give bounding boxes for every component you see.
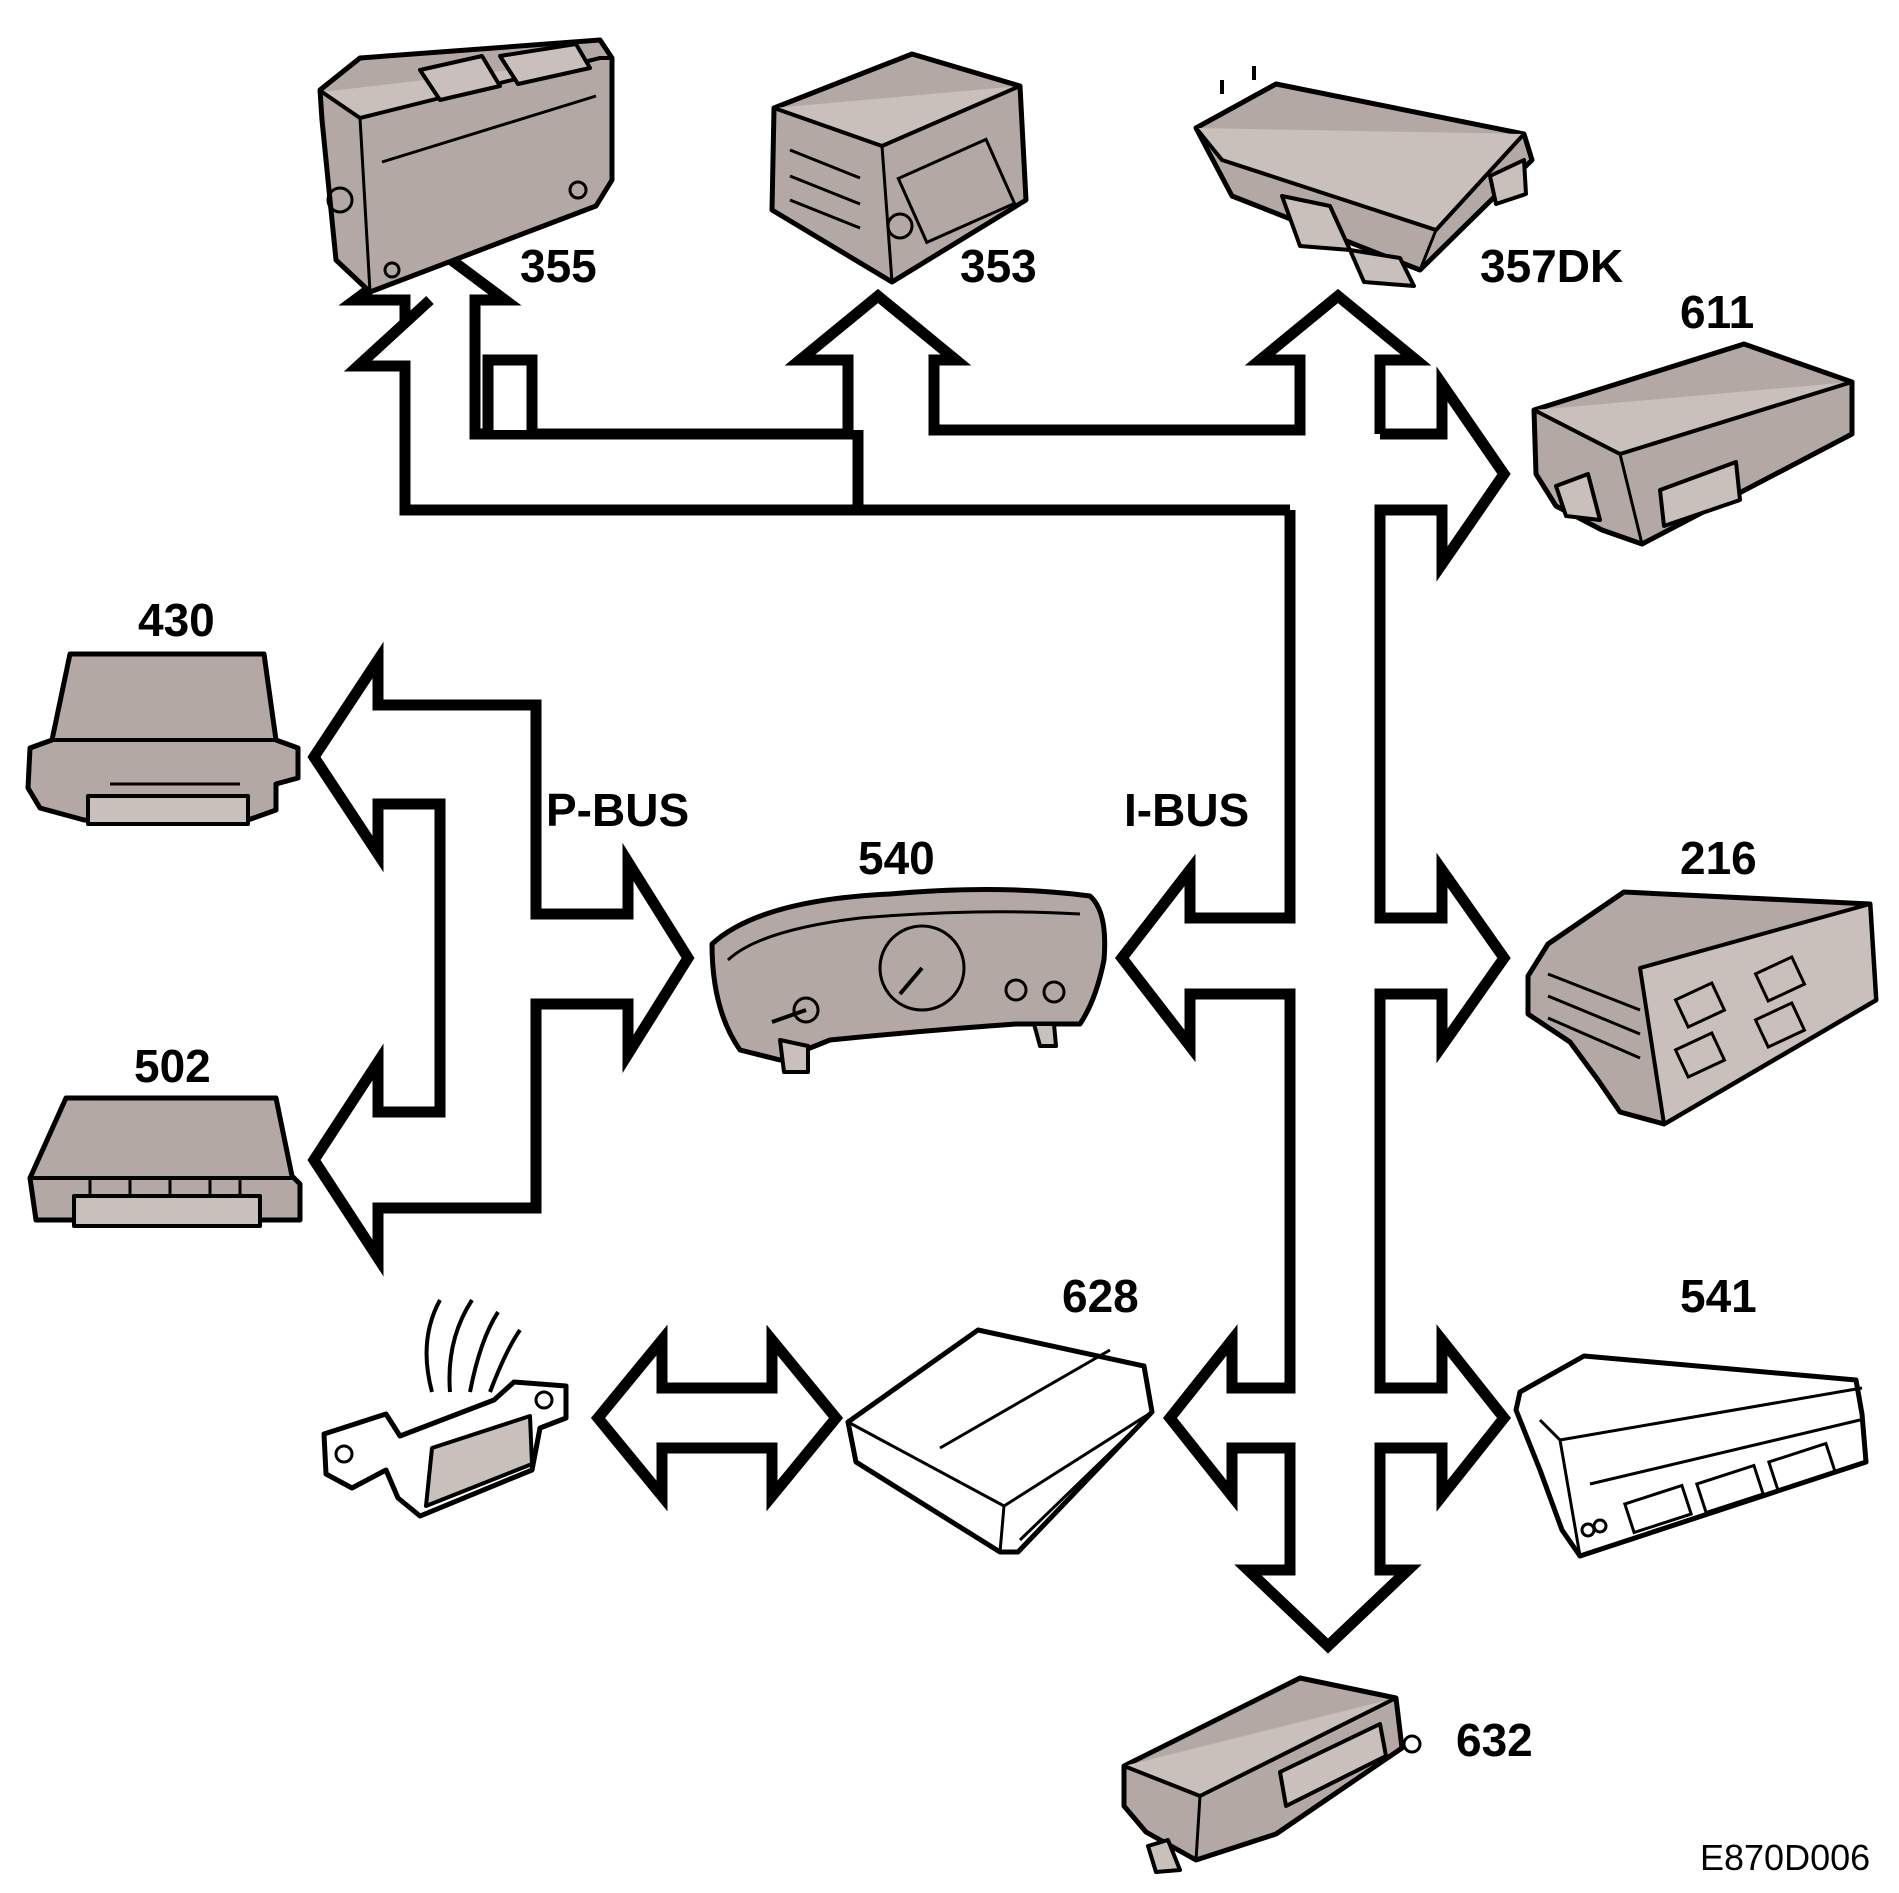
module-611-icon bbox=[1531, 341, 1855, 547]
i-bus-top-bar bbox=[343, 295, 1386, 516]
i-bus-arrow-355 bbox=[338, 237, 864, 516]
label-541: 541 bbox=[1680, 1270, 1757, 1322]
module-355-icon bbox=[317, 37, 615, 295]
i-bus-arrow-540 bbox=[1115, 853, 1290, 1063]
i-bus-arrow-353-357dk bbox=[482, 288, 1432, 436]
label-216: 216 bbox=[1680, 832, 1757, 884]
module-357dk-icon bbox=[1193, 66, 1535, 288]
module-430-icon bbox=[25, 651, 301, 826]
module-353-icon bbox=[769, 51, 1029, 285]
label-628: 628 bbox=[1062, 1270, 1139, 1322]
obd-628-arrow bbox=[590, 1324, 844, 1512]
label-355: 355 bbox=[520, 240, 597, 292]
label-430: 430 bbox=[138, 594, 215, 646]
label-611: 611 bbox=[1680, 286, 1754, 338]
module-628-icon bbox=[845, 1327, 1155, 1555]
module-502-icon bbox=[27, 1095, 303, 1228]
label-357dk: 357DK bbox=[1480, 240, 1623, 292]
p-bus-label: P-BUS bbox=[546, 784, 689, 836]
figure-code: E870D006 bbox=[1700, 1837, 1870, 1878]
module-216-icon bbox=[1525, 889, 1879, 1127]
diagnostic-connector-icon bbox=[321, 1298, 569, 1519]
label-353: 353 bbox=[960, 240, 1037, 292]
module-541-icon bbox=[1513, 1353, 1869, 1559]
label-632: 632 bbox=[1456, 1714, 1533, 1766]
label-540: 540 bbox=[858, 832, 935, 884]
p-bus-arrows bbox=[307, 641, 695, 1277]
instrument-cluster-540-icon bbox=[709, 886, 1108, 1074]
module-632-icon bbox=[1121, 1675, 1422, 1874]
label-502: 502 bbox=[134, 1040, 211, 1092]
i-bus-label: I-BUS bbox=[1124, 784, 1249, 836]
